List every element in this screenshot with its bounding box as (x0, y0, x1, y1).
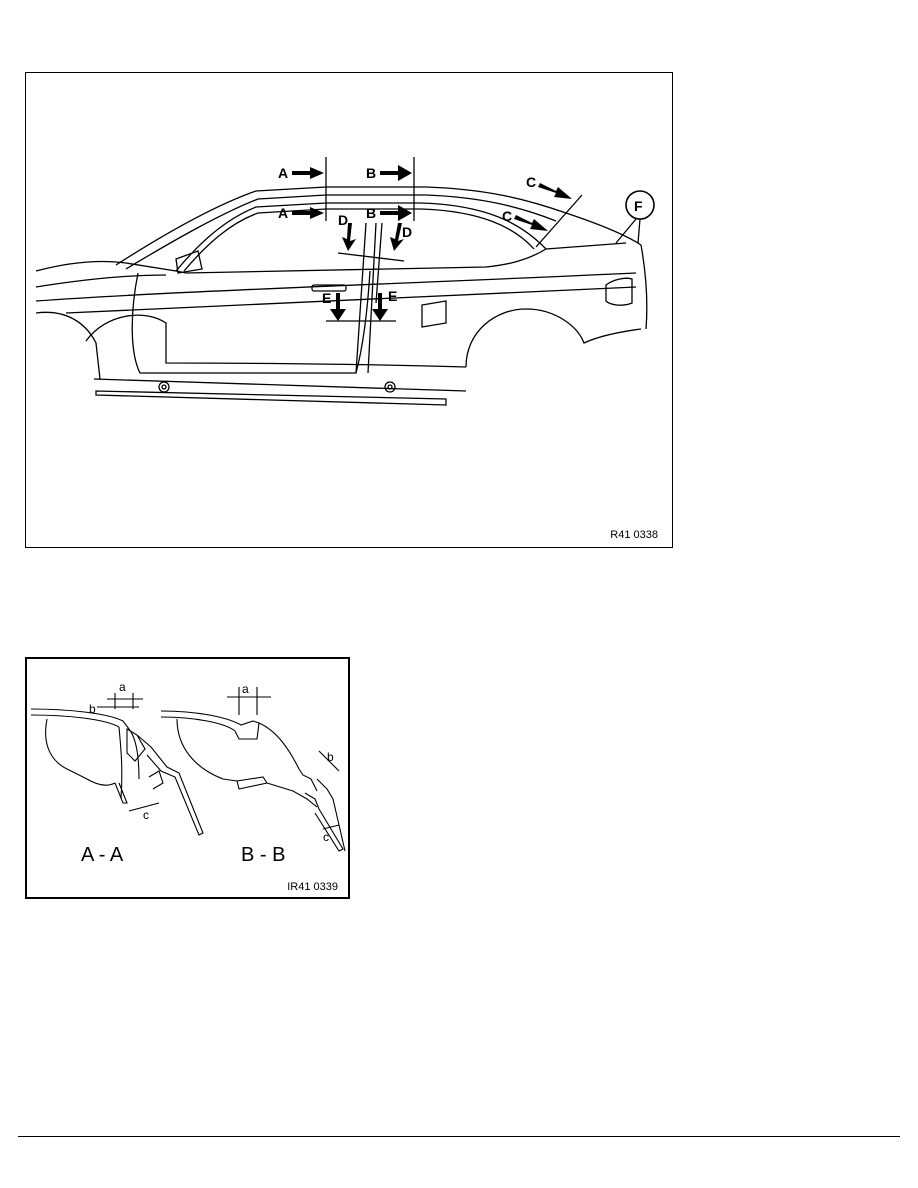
footer-divider (18, 1136, 900, 1137)
label-e-right: E (388, 288, 397, 304)
label-a-upper: A (278, 165, 288, 181)
dim-a-bb: a (242, 682, 249, 696)
section-aa-label: A - A (81, 844, 124, 866)
dim-b-aa: b (89, 702, 96, 716)
dim-c-aa: c (143, 808, 149, 822)
label-c-upper: C (526, 174, 536, 190)
section-bb-label: B - B (241, 844, 285, 866)
figure-reference: R41 0338 (610, 529, 658, 541)
dim-a-aa: a (119, 680, 126, 694)
section-diagram: a b c a b c A - A B - B IR41 0339 (25, 657, 350, 899)
dim-b-bb: b (327, 750, 334, 764)
car-side-drawing: A A B B C C D D E E F (35, 157, 655, 406)
car-side-diagram: A A B B C C D D E E F R41 0338 (25, 72, 673, 548)
label-e-left: E (322, 290, 331, 306)
label-f: F (634, 198, 643, 214)
section-drawing: a b c a b c A - A B - B (30, 680, 346, 866)
label-a-lower: A (278, 205, 288, 221)
label-c-lower: C (502, 208, 512, 224)
dim-c-bb: c (323, 830, 329, 844)
label-d-right: D (402, 224, 412, 240)
figure-reference: IR41 0339 (287, 881, 338, 893)
label-b-upper: B (366, 165, 376, 181)
label-d-left: D (338, 212, 348, 228)
label-b-lower: B (366, 205, 376, 221)
